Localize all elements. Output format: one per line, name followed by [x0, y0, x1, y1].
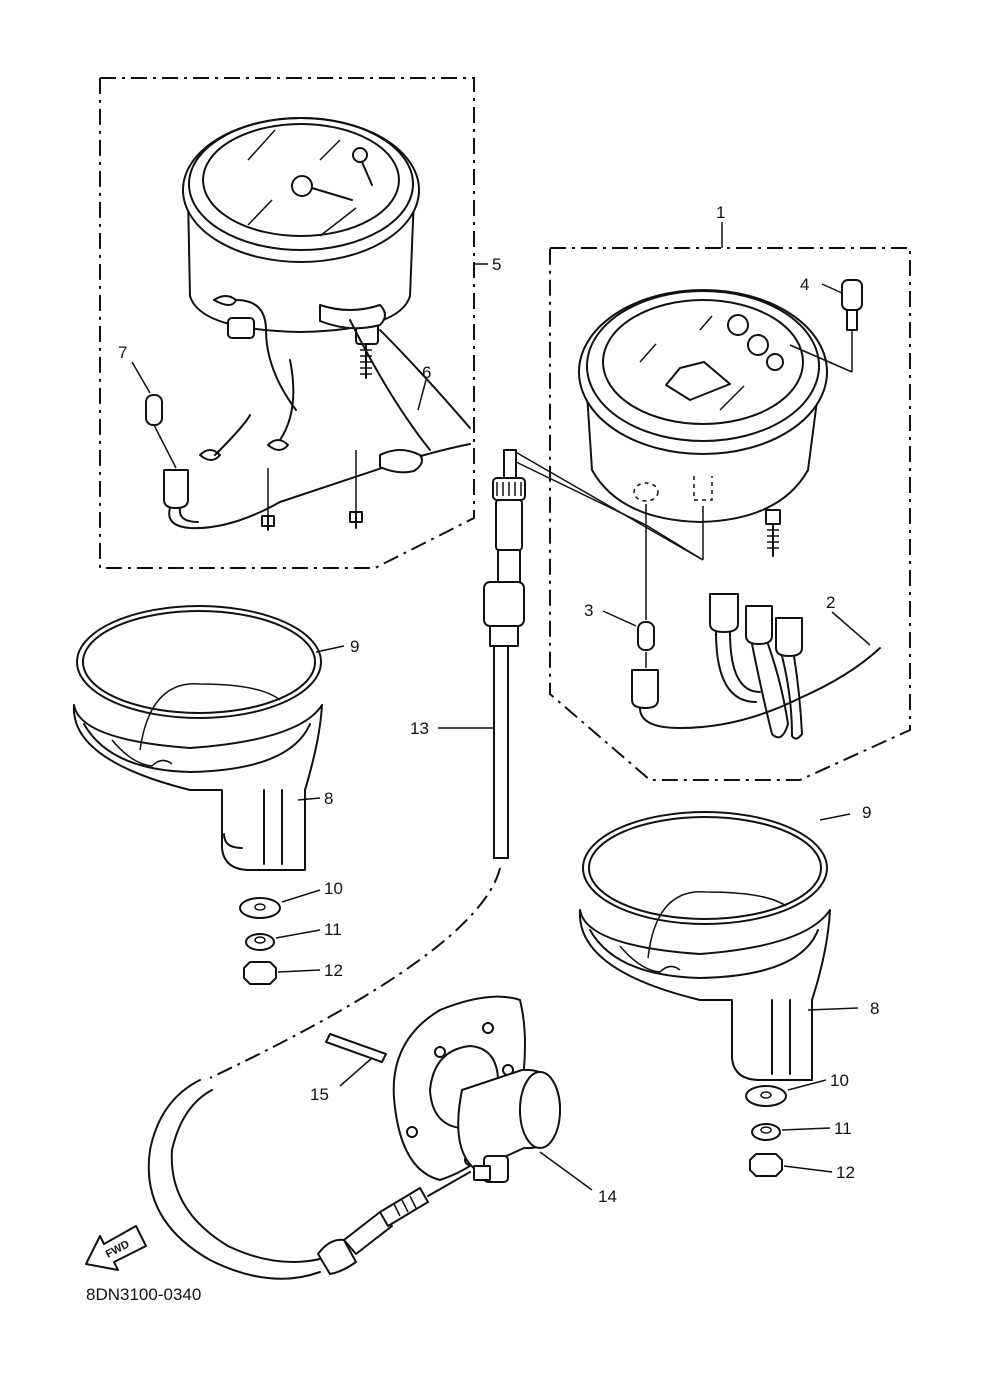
meter-bracket-right: [578, 811, 831, 1081]
washer-left: [239, 889, 321, 919]
meter-cable: [147, 449, 526, 1280]
label-13: 13: [410, 719, 429, 738]
label-9-left: 9: [350, 637, 359, 656]
spring-washer-left: [245, 929, 321, 951]
drawing-code: 8DN3100-0340: [86, 1285, 201, 1304]
assembly-5-boundary: [99, 77, 475, 569]
tachometer-wiring-harness: [131, 295, 471, 531]
spring-washer-right: [751, 1123, 831, 1141]
label-12-right: 12: [836, 1163, 855, 1182]
label-12-left: 12: [324, 961, 343, 980]
speedometer-wiring-harness: [602, 504, 881, 740]
fwd-arrow-icon: [85, 1225, 147, 1271]
gear-pin: [325, 1033, 387, 1087]
label-15: 15: [310, 1085, 329, 1104]
tachometer-gauge: [182, 117, 420, 379]
label-2: 2: [826, 593, 835, 612]
label-9-right: 9: [862, 803, 871, 822]
label-6: 6: [422, 363, 431, 382]
callout-labels: 1 2 3 4 5 6 7 8 8 9 9 10 10 11 11 12 12 …: [118, 203, 879, 1206]
label-11-left: 11: [324, 920, 342, 939]
label-1: 1: [716, 203, 725, 222]
label-8-left: 8: [324, 789, 333, 808]
assembly-1-boundary: [549, 222, 911, 781]
label-10-left: 10: [324, 879, 343, 898]
label-4: 4: [800, 275, 809, 294]
meter-gear-assembly: [392, 995, 593, 1191]
nut-left: [243, 961, 321, 985]
washer-right: [745, 1079, 827, 1107]
label-5: 5: [492, 255, 501, 274]
speedometer-gauge: [578, 289, 828, 557]
label-8-right: 8: [870, 999, 879, 1018]
label-14: 14: [598, 1187, 617, 1206]
label-10-right: 10: [830, 1071, 849, 1090]
reset-knob: [789, 279, 863, 373]
label-7: 7: [118, 343, 127, 362]
label-11-right: 11: [834, 1119, 852, 1138]
meter-bracket-left: [72, 605, 323, 871]
label-3: 3: [584, 601, 593, 620]
nut-right: [749, 1153, 833, 1177]
